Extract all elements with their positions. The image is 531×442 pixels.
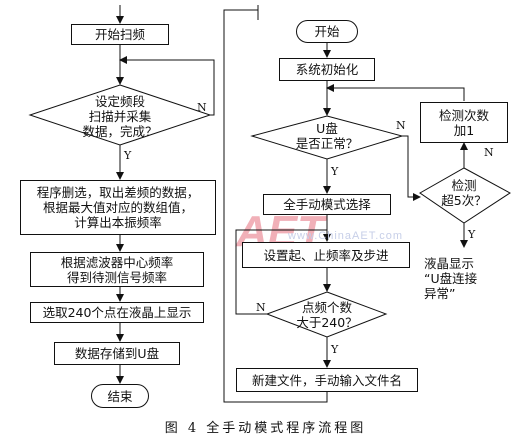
count-plus-one-box: 检测次数 加1 (420, 102, 508, 143)
points-yes-label: Y (331, 343, 339, 356)
udisk-no-label: N (396, 119, 406, 132)
process-box: 程序删选，取出差频的数据， 根据最大值对应的数组值， 计算出本振频率 (20, 180, 216, 235)
filter-box: 根据滤波器中心频率 得到待测信号频率 (30, 252, 204, 287)
end-terminal: 结束 (91, 384, 149, 408)
init-box: 系统初始化 (279, 58, 375, 81)
set-freq-box: 设置起、止频率及步进 (242, 242, 410, 268)
figure-caption: 图 4 全手动模式程序流程图 (164, 421, 367, 436)
points-decision-text: 点频个数 大于240？ (296, 300, 358, 330)
detect-5-text: 检测 超5次？ (441, 178, 487, 208)
udisk-yes-label: Y (331, 165, 339, 178)
store-udisk-box: 数据存储到U盘 (54, 342, 180, 365)
lcd-error-text: 液晶显示 “U盘连接 异常” (424, 256, 478, 301)
start-scan-box: 开始扫频 (71, 24, 169, 45)
detect-yes-label: Y (468, 228, 476, 241)
scan-decision-text: 设定频段 扫描并采集 数据，完成？ (82, 94, 158, 139)
scan-yes-label: Y (124, 149, 132, 162)
watermark-site: www.ChinaAET.com (288, 230, 404, 242)
start-terminal: 开始 (296, 20, 358, 43)
select-240-box: 选取240个点在液晶上显示 (30, 302, 204, 323)
manual-mode-box: 全手动模式选择 (263, 194, 391, 215)
scan-no-label: N (197, 101, 207, 114)
udisk-decision-text: U盘 是否正常？ (295, 121, 359, 151)
points-no-label: N (256, 301, 266, 314)
detect-no-label: N (484, 146, 494, 159)
new-file-box: 新建文件，手动输入文件名 (236, 368, 418, 392)
